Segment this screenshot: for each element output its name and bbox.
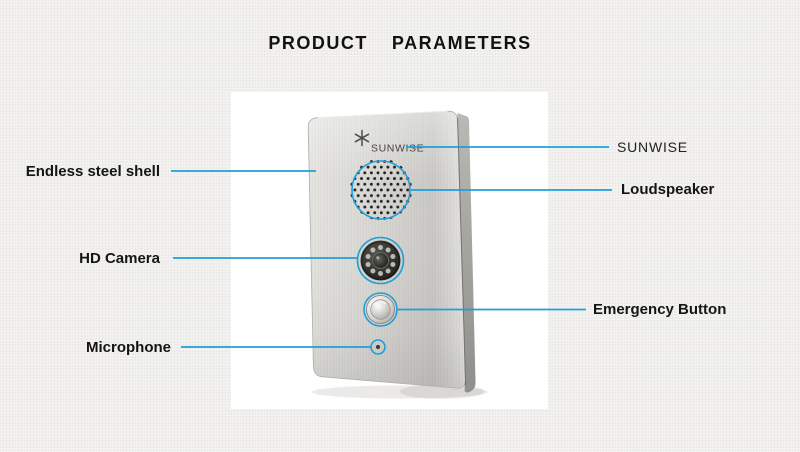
label-microphone: Microphone [86, 339, 171, 356]
ir-led-ring [365, 245, 396, 276]
star-pinwheel-icon [354, 129, 370, 147]
annotation-circle-button [363, 292, 398, 327]
label-emergency-button: Emergency Button [593, 301, 727, 318]
device-shadow [312, 384, 488, 399]
page-title-word-2: PARAMETERS [391, 33, 532, 53]
annotation-circle-microphone [370, 339, 386, 355]
loudspeaker-grille [350, 158, 412, 221]
label-loudspeaker: Loudspeaker [621, 181, 715, 198]
device-side-face [456, 113, 476, 393]
callout-lines [171, 146, 612, 348]
label-endless-steel-shell: Endless steel shell [25, 163, 160, 180]
microphone-hole [375, 344, 381, 350]
hd-camera-module [360, 240, 401, 281]
device-front-panel [307, 110, 467, 389]
emergency-button-part [366, 295, 395, 324]
annotation-circles [351, 160, 411, 355]
camera-lens [372, 252, 389, 269]
label-hd-camera: HD Camera [79, 250, 160, 267]
page-title: PRODUCT PARAMETERS [0, 33, 800, 54]
annotation-circle-camera [356, 236, 405, 285]
annotation-circle-loudspeaker [351, 160, 411, 220]
brand-logo: SUNWISE [354, 129, 424, 155]
page-title-word-1: PRODUCT [268, 33, 368, 53]
label-sunwise: SUNWISE [617, 139, 688, 155]
device-brand-text: SUNWISE [371, 143, 424, 155]
